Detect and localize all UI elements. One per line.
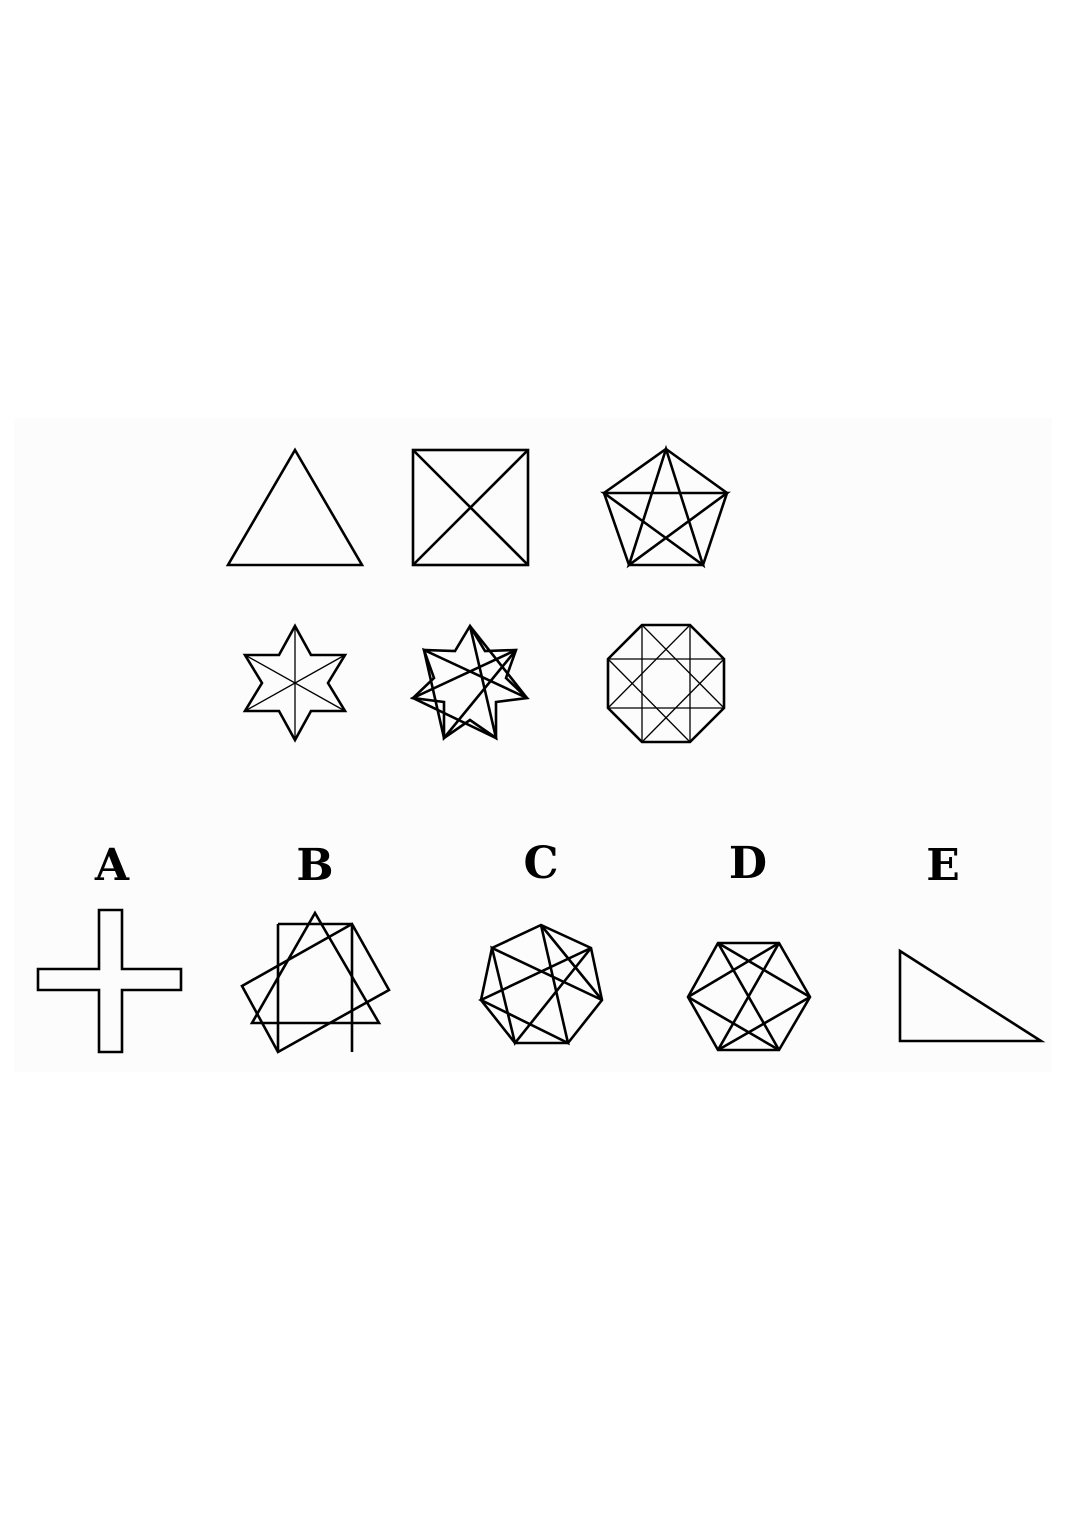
option-e-label: E	[926, 840, 960, 891]
pentagon-star-icon	[600, 444, 731, 569]
square-x-icon	[411, 448, 530, 567]
heptagon-diagonals-icon[interactable]	[478, 923, 604, 1046]
puzzle-panel	[14, 418, 1052, 1072]
seven-point-star-icon	[409, 623, 530, 741]
option-a-label: A	[94, 840, 130, 891]
octagon-diagonals-icon	[606, 623, 726, 744]
octagram-icon[interactable]	[240, 910, 391, 1054]
six-point-star-icon	[242, 623, 348, 743]
option-d-label: D	[729, 838, 767, 889]
option-c-label: C	[523, 838, 558, 889]
cross-icon[interactable]	[36, 908, 183, 1054]
right-triangle-icon[interactable]	[898, 948, 1046, 1043]
triangle-icon	[225, 447, 365, 567]
option-b-label: B	[296, 840, 333, 891]
hexagon-diagonals-icon[interactable]	[686, 941, 812, 1052]
